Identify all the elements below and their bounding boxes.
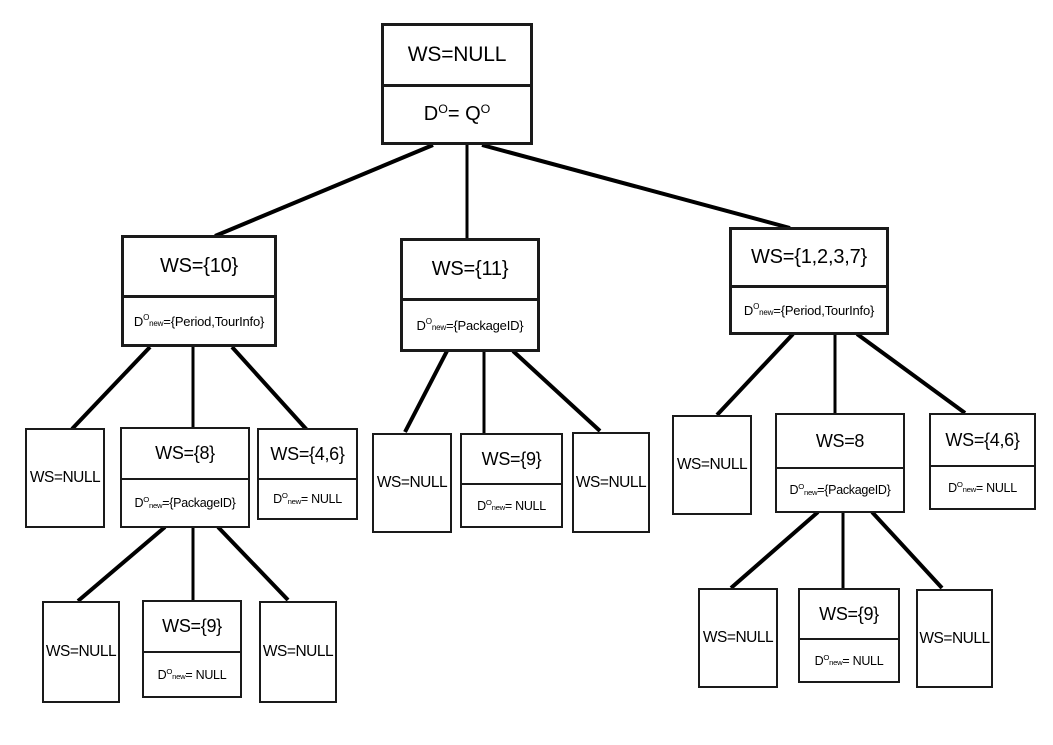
tree-edge (715, 332, 795, 417)
node-ws-label: WS={11} (403, 241, 537, 301)
tree-edge (870, 510, 944, 590)
tree-edge (230, 345, 309, 432)
tree-node-ws-null: WS=NULL (25, 428, 105, 528)
node-ws-label: WS={10} (124, 238, 274, 298)
node-ws-label: WS=NULL (702, 629, 774, 646)
tree-edge (855, 332, 967, 415)
node-ws-label: WS=NULL (29, 469, 101, 486)
node-ws-label: WS=8 (777, 415, 903, 469)
tree-edge (511, 349, 602, 433)
node-ws-label: WS={4,6} (931, 415, 1034, 467)
node-ws-label: WS=NULL (676, 456, 748, 473)
node-ws-label: WS={8} (122, 429, 248, 480)
tree-edge (70, 345, 152, 431)
node-ws-label: WS=NULL (919, 629, 990, 647)
node-ws-label: WS={9} (144, 602, 240, 653)
tree-edge (76, 525, 167, 603)
tree-node-ws-null: WS=NULL (672, 415, 752, 515)
tree-node-ws-null: WS=NULL (572, 432, 650, 533)
tree-node-ws-null: WS=NULL (42, 601, 120, 703)
tree-node-ws-null: WS=NULL (916, 589, 993, 688)
tree-edge (729, 510, 820, 590)
tree-edge (214, 143, 434, 238)
tree-node-ws-null: WS=NULL (372, 433, 452, 533)
node-ws-label: WS=NULL (262, 643, 334, 660)
node-ws-label: WS={4,6} (259, 430, 356, 480)
node-ws-label: WS={9} (462, 435, 561, 485)
node-ws-label: WS=NULL (376, 474, 448, 491)
tree-edge (481, 143, 791, 230)
tree-node-ws-null: WS=NULL (698, 588, 778, 688)
node-ws-label: WS=NULL (575, 473, 647, 491)
node-ws-label: WS=NULL (45, 643, 117, 660)
tree-node-ws-null: WS=NULL (259, 601, 337, 703)
node-ws-label: WS={9} (800, 590, 898, 640)
node-ws-label: WS=NULL (384, 26, 530, 87)
tree-edge (216, 525, 290, 602)
tree-edge (403, 350, 449, 433)
node-ws-label: WS={1,2,3,7} (732, 230, 886, 288)
